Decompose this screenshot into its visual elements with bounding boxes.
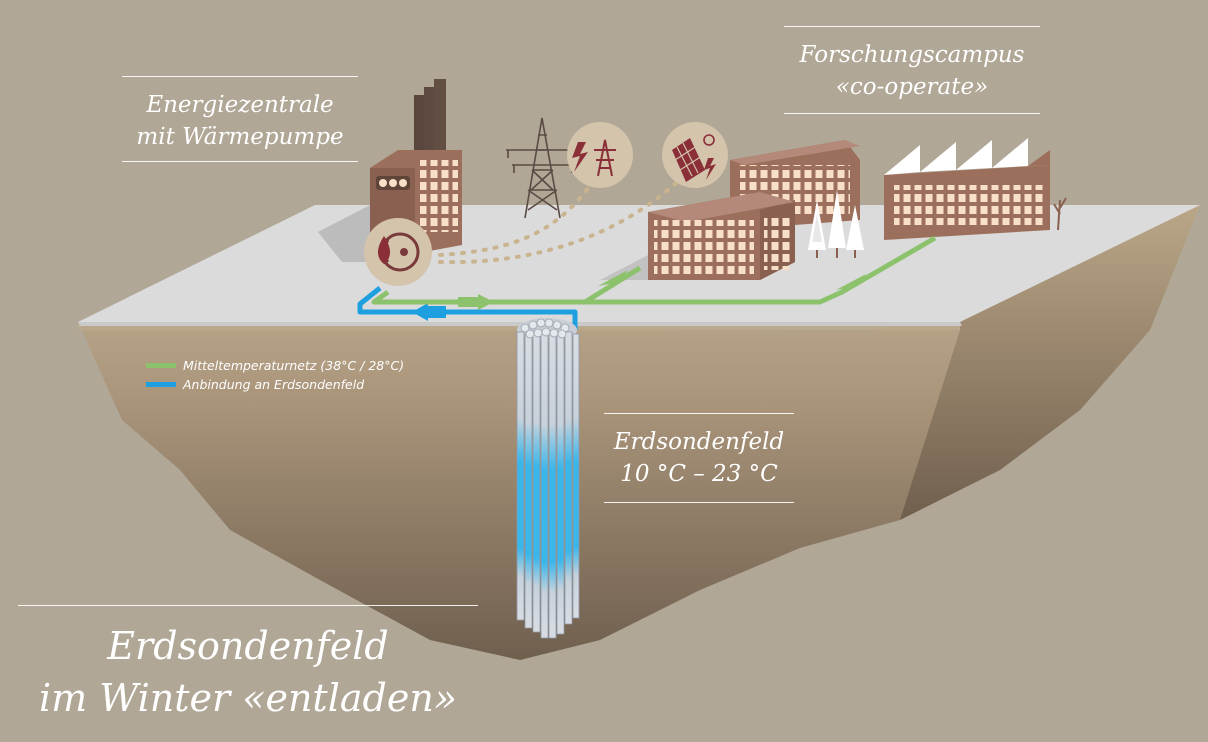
legend-label: Mitteltemperaturnetz (38°C / 28°C) [183, 358, 405, 373]
trees [808, 190, 864, 258]
label-forschungscampus: Forschungscampus «co-operate» [784, 26, 1040, 114]
warm-network-pipe [371, 235, 937, 305]
campus-sawtooth-building [884, 138, 1067, 240]
label-rule-bottom [784, 113, 1040, 114]
campus-building-front [648, 192, 795, 280]
transmission-tower [506, 117, 580, 219]
legend-label: Anbindung an Erdsondenfeld [183, 377, 365, 392]
heat-pump-icon [364, 218, 432, 286]
label-energiezentrale-text: Energiezentrale mit Wärmepumpe [136, 92, 344, 150]
label-erdsondenfeld: Erdsondenfeld 10 °C – 23 °C [604, 413, 794, 503]
label-rule-bottom [122, 161, 358, 162]
legend-swatch-green [146, 363, 176, 368]
label-erdsondenfeld-text: Erdsondenfeld 10 °C – 23 °C [613, 429, 785, 487]
label-rule-top [122, 76, 358, 77]
main-title: Erdsondenfeld im Winter «entladen» [18, 605, 478, 724]
label-rule-top [784, 26, 1040, 27]
power-grid-icon [567, 122, 633, 188]
legend-item-warm-network: Mitteltemperaturnetz (38°C / 28°C) [146, 356, 404, 375]
label-energiezentrale: Energiezentrale mit Wärmepumpe [122, 76, 358, 162]
borehole-probe-field [516, 318, 580, 639]
main-title-text: Erdsondenfeld im Winter «entladen» [38, 624, 458, 720]
legend-item-ground-link: Anbindung an Erdsondenfeld [146, 375, 404, 394]
ground-link-pipe [357, 286, 578, 330]
grid-energy-link [438, 173, 600, 257]
legend: Mitteltemperaturnetz (38°C / 28°C) Anbin… [146, 356, 404, 394]
main-title-rule [18, 605, 478, 606]
label-forschungscampus-text: Forschungscampus «co-operate» [799, 42, 1025, 100]
label-rule-top [604, 413, 794, 414]
label-rule-bottom [604, 502, 794, 503]
solar-energy-link [438, 168, 692, 265]
legend-swatch-blue [146, 382, 176, 387]
solar-panel-icon [662, 122, 728, 188]
